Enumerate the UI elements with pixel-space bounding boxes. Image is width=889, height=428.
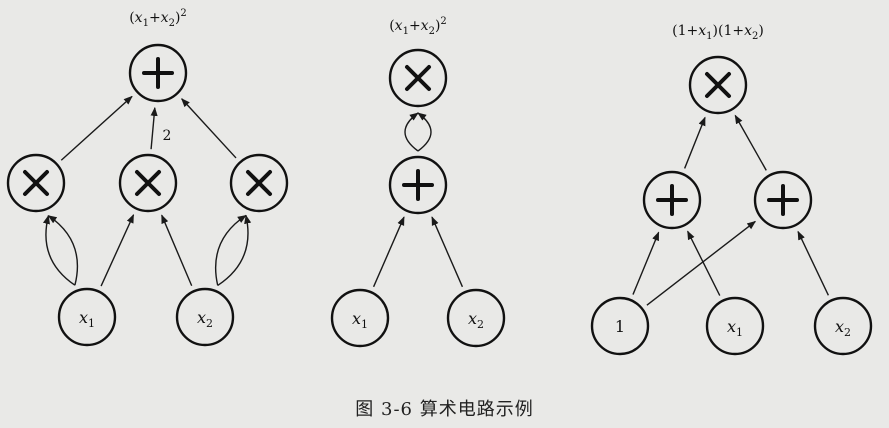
constant-label: 1 [615, 317, 625, 336]
variable-label: x1 [727, 317, 743, 339]
variable-label: x1 [352, 309, 368, 331]
circuit-2-node-c2_x1: x1 [330, 288, 390, 348]
edge-c3_x2-to-c3_plus2 [797, 230, 830, 296]
edge-c1_x2-to-c1_mul3-right [217, 214, 252, 287]
circuit-2-node-c2_plus [388, 155, 448, 215]
variable-label: x2 [835, 317, 851, 339]
circuit-nodes: x1 x2 x1 x2 1 x1 x2 [6, 43, 873, 356]
plus-icon [767, 184, 799, 216]
circuit-1-output-expression: (x1+x2)2 [129, 8, 187, 29]
edge-c3_one-to-c3_plus1 [632, 231, 660, 295]
circuit-edges [42, 95, 830, 306]
figure-caption: 图 3-6 算术电路示例 [355, 399, 534, 420]
input-node-circle [590, 296, 650, 356]
circuit-1-node-c1_x1: x1 [57, 287, 117, 347]
times-gate-circle [6, 153, 66, 213]
circuit-labels: (x1+x2)2 2 (x1+x2)2 (1+x1)(1+x2) [129, 8, 764, 144]
circuit-2-node-c2_mul [388, 48, 448, 108]
edge-c2_plus-to-c2_mul-left [404, 112, 419, 152]
edge-c3_plus1-to-c3_mul [683, 116, 706, 169]
plus-icon [402, 169, 434, 201]
times-gate-circle [118, 153, 178, 213]
edge-c1_mul3-to-c1_plus [181, 98, 237, 159]
variable-label: x2 [197, 308, 213, 330]
edge-c1_x1-to-c1_mul1-left [42, 214, 76, 286]
edge-multiplicity-label: 2 [163, 128, 172, 144]
plus-gate-circle [642, 170, 702, 230]
circuit-1-node-c1_mul3 [229, 153, 289, 213]
times-icon [705, 72, 731, 98]
variable-label: x2 [468, 309, 484, 331]
input-node-circle [813, 296, 873, 356]
edge-c1_x1-to-c1_mul2 [100, 214, 135, 287]
circuit-3-node-c3_mul [688, 55, 748, 115]
times-icon [23, 170, 49, 196]
input-node-circle [446, 288, 506, 348]
times-gate-circle [688, 55, 748, 115]
edge-c1_mul1-to-c1_plus [60, 95, 133, 161]
input-node-circle [175, 287, 235, 347]
edge-c1_x2-to-c1_mul2 [161, 214, 193, 286]
variable-label: x1 [79, 308, 95, 330]
edge-c1_x2-to-c1_mul3-left [214, 214, 247, 286]
circuit-3-node-c3_one: 1 [590, 296, 650, 356]
edge-c3_one-to-c3_plus2 [646, 220, 757, 306]
edge-c2_x2-to-c2_plus [431, 216, 464, 288]
circuit-3-node-c3_plus1 [642, 170, 702, 230]
circuit-3-node-c3_x2: x2 [813, 296, 873, 356]
times-icon [405, 65, 431, 91]
times-icon [246, 170, 272, 196]
edge-c2_plus-to-c2_mul-right [417, 112, 432, 152]
circuit-2-output-expression: (x1+x2)2 [389, 16, 447, 37]
plus-gate-circle [388, 155, 448, 215]
circuit-2-node-c2_x2: x2 [446, 288, 506, 348]
plus-icon [142, 57, 174, 89]
circuit-1-node-c1_x2: x2 [175, 287, 235, 347]
input-node-circle [330, 288, 390, 348]
arithmetic-circuit-diagram: x1 x2 x1 x2 1 x1 x2 (x1+x2)2 2 (x1+x2)2 (1+x1)(1+… [6, 8, 873, 356]
edge-c2_x1-to-c2_plus [372, 216, 405, 288]
plus-gate-circle [753, 170, 813, 230]
times-gate-circle [388, 48, 448, 108]
plus-gate-circle [128, 43, 188, 103]
circuit-3-output-expression: (1+x1)(1+x2) [672, 23, 764, 42]
times-gate-circle [229, 153, 289, 213]
plus-icon [656, 184, 688, 216]
circuit-3-node-c3_x1: x1 [705, 296, 765, 356]
circuit-3-node-c3_plus2 [753, 170, 813, 230]
edge-c3_plus2-to-c3_mul [734, 114, 767, 171]
input-node-circle [57, 287, 117, 347]
edge-c1_mul2-to-c1_plus [150, 106, 158, 150]
circuit-1-node-c1_mul1 [6, 153, 66, 213]
input-node-circle [705, 296, 765, 356]
circuit-1-node-c1_mul2 [118, 153, 178, 213]
edge-c3_x1-to-c3_plus1 [687, 230, 721, 296]
times-icon [135, 170, 161, 196]
edge-c1_x1-to-c1_mul1-right [47, 215, 79, 286]
circuit-1-node-c1_plus [128, 43, 188, 103]
